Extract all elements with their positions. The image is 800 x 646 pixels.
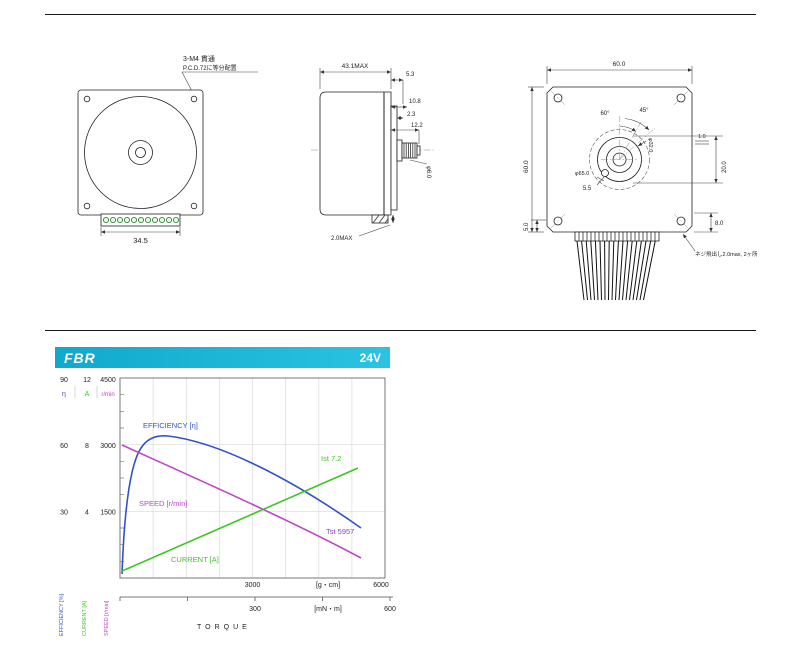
speed-curve-label: SPEED [r/min] (139, 499, 187, 508)
shaft-boss (396, 139, 403, 162)
cur-tick-4: 4 (85, 510, 89, 517)
angle-arc-60 (619, 125, 637, 132)
efficiency-axis-title: EFFICIENCY [%] (59, 593, 65, 636)
front-note-line2: P.C.D.72に等分配置 (183, 64, 237, 72)
mount-hole-tr (190, 95, 198, 103)
current-curve-label: CURRENT [A] (171, 555, 219, 564)
top-rule (45, 14, 756, 15)
axis-column-separators (74, 386, 98, 398)
spd-tick-4500: 4500 (100, 377, 116, 384)
rear-view-drawing: 60.0 60.0 60° 45° 1.0 20.0 φ65.0 φ32.0 5… (523, 61, 758, 301)
mnm-tick-600: 600 (384, 606, 396, 613)
curve-labels: EFFICIENCY [η] SPEED [r/min] CURRENT [A]… (139, 421, 354, 564)
front-terminal-strip (100, 213, 181, 227)
side-view-drawing: 43.1MAX 5.3 10.8 2.3 12.2 φ6.0 2.0MAX (311, 63, 435, 242)
front-width-dimension: 34.5 (100, 227, 181, 245)
angle-b-text: 45° (639, 108, 649, 114)
model-name: FBR (64, 349, 96, 366)
performance-chart: 90 12 4500 η A r/min 60 8 3000 30 4 1500… (59, 377, 396, 636)
rear-dimensions: 60.0 60.0 60° 45° 1.0 20.0 φ65.0 φ32.0 5… (523, 61, 758, 258)
hole-dia-text: 5.5 (583, 186, 592, 192)
angle-arc-45 (624, 118, 650, 131)
front-note-line1: 3-M4 貫通 (183, 54, 215, 63)
mount-hole-br (190, 202, 198, 210)
lead-depth-text: 8.0 (715, 221, 724, 227)
dim-a-text: 10.8 (409, 99, 421, 105)
rear-body (546, 86, 693, 233)
flange-plate (390, 105, 398, 211)
x-axis-labels: 3000 [g・cm] 6000 300 [mN・m] 600 TORQUE (119, 582, 396, 631)
angle-a-text: 60° (600, 111, 610, 117)
protrusion-dim: 2.0MAX (331, 236, 352, 242)
cur-tick-8: 8 (85, 443, 89, 450)
rear-height-dim: 60.0 (523, 160, 530, 173)
left-axis-labels: 90 12 4500 η A r/min 60 8 3000 30 4 1500 (60, 377, 116, 517)
gcm-tick-6000: 6000 (373, 582, 389, 589)
front-view-drawing: 3-M4 貫通 P.C.D.72に等分配置 (77, 54, 258, 245)
flange-dim: 5.3 (406, 72, 415, 78)
eff-tick-90: 90 (60, 377, 68, 384)
motor-can-outline (319, 91, 392, 216)
gcm-unit: [g・cm] (316, 582, 340, 589)
pilot-dia-text: φ65.0 (575, 171, 589, 177)
gcm-tick-3000: 3000 (245, 582, 261, 589)
spd-tick-3000: 3000 (100, 443, 116, 450)
screw-note-text: ネジ飛出し2.0max, 2ヶ所 (695, 250, 758, 258)
mount-hole-tl (83, 95, 91, 103)
current-axis-title: CURRENT [A] (82, 600, 88, 636)
shaft-dia-dim: φ6.0 (425, 166, 431, 179)
spd-tick-1500: 1500 (100, 510, 116, 517)
eff-tick-30: 30 (60, 510, 68, 517)
angle-reference-lines (601, 116, 656, 160)
lead-exit-block (574, 231, 660, 242)
efficiency-curve (121, 434, 362, 575)
speed-axis-title: SPEED [r/min] (104, 600, 110, 636)
mnm-tick-300: 300 (249, 606, 261, 613)
torque-axis-title: TORQUE (197, 624, 251, 631)
y-axis-titles: EFFICIENCY [%] CURRENT [A] SPEED [r/min] (59, 593, 110, 636)
dim-c-text: 12.2 (411, 123, 423, 129)
side-body (319, 91, 421, 224)
chart-grid (119, 377, 386, 579)
cur-tick-12: 12 (83, 377, 91, 384)
overall-length-dim: 43.1MAX (342, 63, 369, 70)
rear-width-dim: 60.0 (613, 61, 626, 68)
eff-tick-60: 60 (60, 443, 68, 450)
section-divider (45, 330, 756, 331)
tap-hole (601, 169, 609, 177)
speed-curve (121, 444, 362, 559)
mnm-unit: [mN・m] (314, 606, 342, 613)
shaft-tip (416, 145, 421, 156)
shaft-length-text: 20.0 (722, 161, 728, 173)
spd-axis-symbol: r/min (101, 392, 114, 398)
front-body (77, 89, 204, 216)
cur-axis-symbol: A (85, 391, 90, 398)
efficiency-curve-label: EFFICIENCY [η] (143, 421, 198, 430)
chart-curves (121, 434, 362, 575)
terminal-pins (102, 216, 180, 224)
shaft-hole-circle (135, 147, 146, 158)
boss-dia-text: φ32.0 (647, 138, 653, 152)
gear-teeth-hatch (403, 143, 416, 158)
lead-wires (576, 240, 656, 301)
mnm-scale-line (119, 596, 393, 601)
stall-current-label: Ist 7.2 (321, 454, 341, 463)
dim-b-text: 2.3 (407, 112, 416, 118)
front-width-dim-text: 34.5 (133, 236, 148, 245)
model-header-bar: FBR 24V (55, 347, 390, 368)
current-curve (121, 467, 359, 572)
stall-torque-label: Tst 5957 (326, 527, 354, 536)
key-depth-text: 1.0 (698, 134, 706, 140)
foot-hatch (372, 214, 389, 224)
mount-hole-bl (83, 202, 91, 210)
lead-block-hatch (578, 232, 656, 241)
side-dimensions: 43.1MAX 5.3 10.8 2.3 12.2 φ6.0 2.0MAX (319, 63, 431, 242)
rear-leads (574, 231, 660, 301)
eff-axis-symbol: η (62, 391, 66, 398)
corner-centerlines (550, 90, 689, 229)
voltage-rating: 24V (359, 350, 381, 365)
lead-offset-text: 5.0 (524, 222, 530, 231)
